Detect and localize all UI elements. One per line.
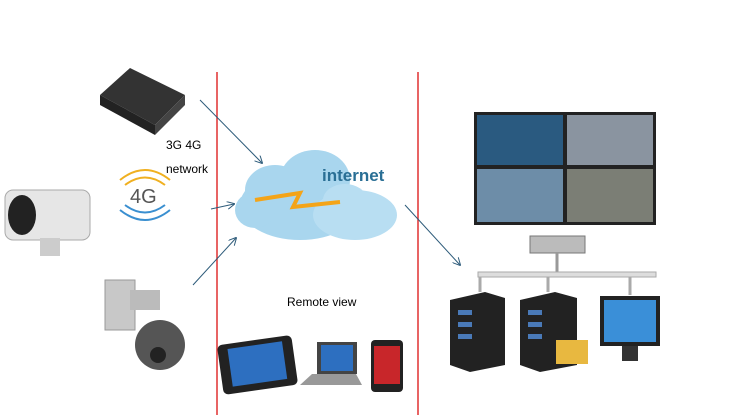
arrow-dvr-to-cloud [199,99,262,163]
nvr-rack-icon [529,235,586,275]
ptz-camera-icon [104,279,185,370]
4g-logo-icon: 4G [119,169,171,221]
svg-text:4G: 4G [130,186,157,208]
bullet-camera-icon [4,189,91,256]
remote-view-label: Remote view [287,295,357,309]
monitor-icon [600,296,660,361]
video-wall-icon [474,112,656,225]
arrow-cloud-to-center [404,204,460,265]
laptop-icon [300,342,362,385]
cloud-icon [235,150,397,240]
smartphone-icon [371,340,403,392]
tablet-icon [217,335,298,395]
network-bus [477,271,657,278]
storage-server-icon [520,292,588,372]
network-label-line2: network [166,162,209,176]
arrow-ptz-to-cloud [192,238,236,286]
internet-label: internet [322,166,385,185]
network-label-line1: 3G 4G [166,138,202,152]
mobile-dvr-icon [100,68,185,135]
arrow-4g-to-cloud [210,204,234,210]
server-icon [450,292,505,372]
